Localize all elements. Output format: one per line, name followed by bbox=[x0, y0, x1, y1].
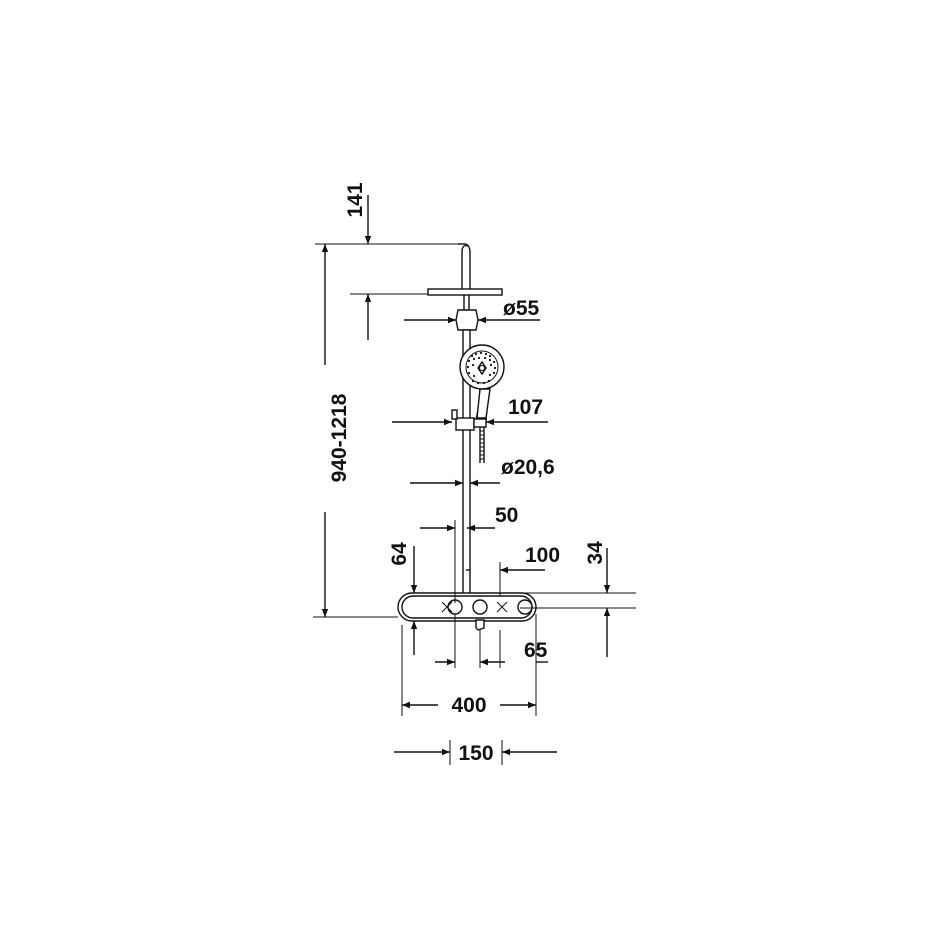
dim-height-range: 940-1218 bbox=[328, 393, 351, 482]
thermostat-body bbox=[397, 592, 537, 631]
rain-shower-head bbox=[427, 288, 503, 296]
dim-thermostat-width: 400 bbox=[451, 694, 486, 717]
shower-arm bbox=[461, 244, 469, 290]
dim-handshower-projection: 107 bbox=[508, 396, 543, 419]
shower-hose bbox=[479, 427, 485, 463]
dimension-lines bbox=[313, 195, 636, 765]
hand-shower bbox=[459, 344, 505, 421]
dim-outlet-spacing: 100 bbox=[525, 544, 560, 567]
dim-pipe-joint-diameter: ø55 bbox=[503, 297, 540, 320]
nozzle-pattern-icon bbox=[466, 351, 497, 385]
dimension-labels: 141 940-1218 ø55 107 ø20,6 50 64 100 34 … bbox=[328, 182, 607, 765]
dim-center-distance: 150 bbox=[458, 742, 493, 765]
dim-rail-diameter: ø20,6 bbox=[501, 456, 555, 479]
dim-thermostat-depth: 34 bbox=[584, 541, 607, 565]
dim-knob-offset: 65 bbox=[524, 639, 548, 662]
diverter-knob-middle bbox=[472, 599, 488, 615]
control-knob-right bbox=[517, 599, 533, 615]
dim-rail-offset: 50 bbox=[495, 504, 518, 527]
shower-system bbox=[397, 243, 537, 631]
pipe-joint bbox=[455, 309, 479, 331]
dim-head-offset: 141 bbox=[344, 182, 367, 217]
hose-connector bbox=[475, 619, 485, 631]
dim-thermostat-height: 64 bbox=[388, 542, 411, 566]
